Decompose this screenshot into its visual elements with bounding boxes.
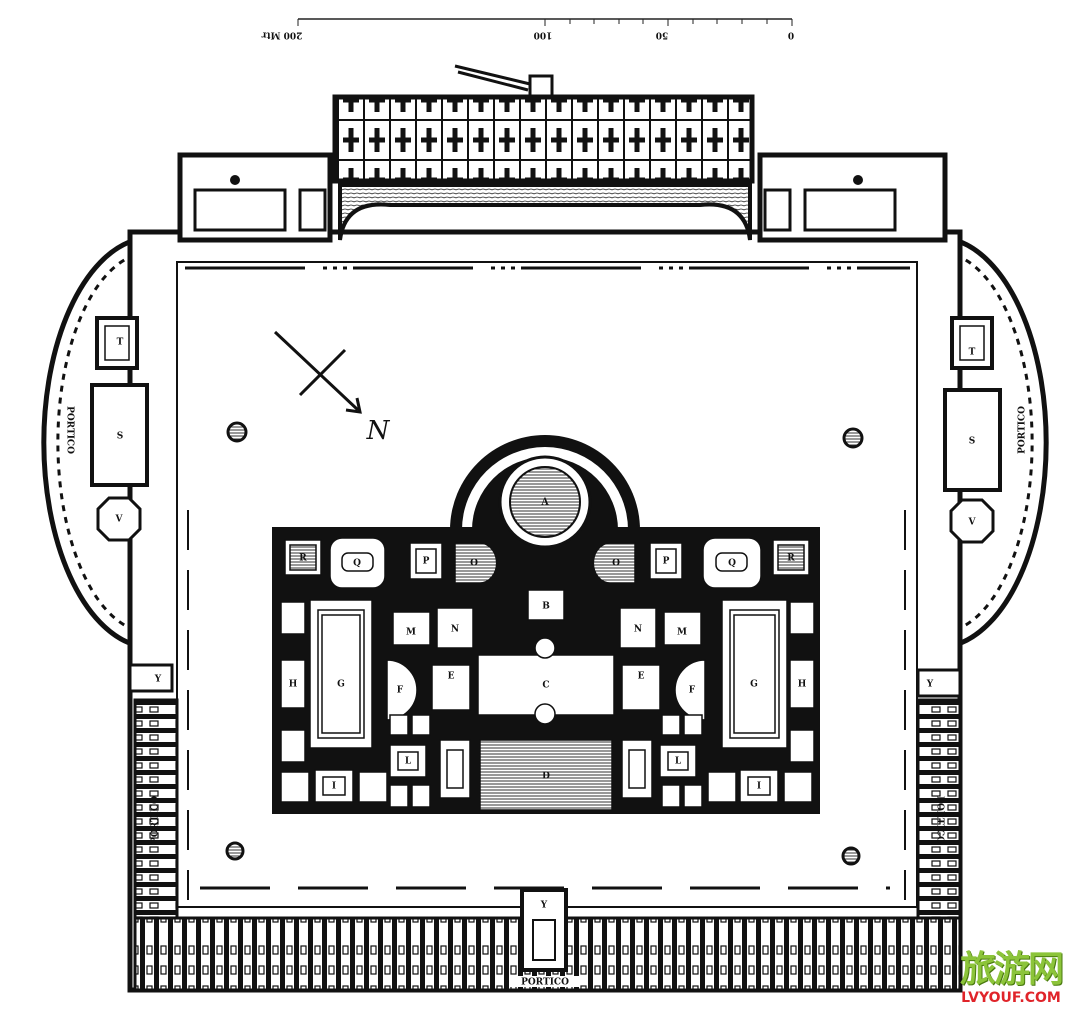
left-wing: T S V Y PORTICO: [65, 316, 174, 693]
watermark-logo: 旅游网 LVYOUF.COM: [944, 949, 1078, 1007]
room-label-M: M: [677, 628, 687, 638]
right-portico: [916, 698, 962, 920]
room-label-V: V: [115, 515, 124, 525]
room-label-F: F: [689, 686, 696, 696]
left-portico: [133, 698, 179, 920]
north-label: N: [366, 416, 391, 446]
scale-label-100: 100: [534, 30, 553, 40]
portico-label-front: PORTICO: [521, 978, 569, 988]
room-label-H: H: [289, 680, 298, 690]
room-label-B: B: [542, 602, 550, 612]
room-label-N: N: [451, 625, 459, 635]
room-label-O: O: [470, 559, 478, 569]
room-label-E: E: [638, 672, 645, 682]
room-label-O: O: [612, 559, 620, 569]
room-label-Q: Q: [353, 559, 361, 569]
room-label-A: A: [541, 498, 550, 508]
scale-label-200: 200 Mtr: [261, 30, 302, 40]
room-label-F: F: [397, 686, 404, 696]
room-label-Y: Y: [926, 680, 934, 690]
room-label-M: M: [406, 628, 416, 638]
room-label-Q: Q: [728, 559, 736, 569]
room-label-P: P: [663, 557, 670, 567]
room-label-P: P: [423, 557, 430, 567]
north-arrow-icon: N: [273, 330, 391, 446]
room-label-V: V: [968, 518, 977, 528]
room-label-I: I: [757, 782, 761, 792]
portico-label-right-exedra: PORTICO: [1018, 406, 1028, 454]
portico-label-left-exedra: PORTICO: [65, 406, 75, 454]
room-label-Y: Y: [540, 901, 548, 911]
room-label-T: T: [117, 338, 124, 348]
courtyard-fountains: [225, 421, 864, 866]
room-label-C: C: [542, 681, 549, 691]
room-label-I: I: [332, 782, 336, 792]
central-bath-building: A: [272, 435, 820, 911]
room-label-S: S: [969, 437, 976, 447]
room-label-T: T: [969, 348, 976, 358]
portico-label-right: PORTICO: [935, 796, 945, 844]
room-label-L: L: [675, 757, 682, 767]
room-label-R: R: [787, 554, 795, 564]
portico-label-left: PORTICO: [151, 796, 161, 844]
room-label-N: N: [634, 625, 642, 635]
watermark-chinese: 旅游网: [959, 949, 1064, 990]
room-label-H: H: [798, 680, 807, 690]
room-label-G: G: [750, 680, 758, 690]
room-label-Y: Y: [154, 675, 162, 685]
right-corner-building: [757, 152, 948, 243]
scale-label-0: 0: [788, 30, 794, 40]
room-label-L: L: [405, 757, 412, 767]
scale-label-50: 50: [656, 30, 669, 40]
right-wing: T S V Y PORTICO: [916, 316, 1028, 698]
room-label-R: R: [299, 554, 307, 564]
left-corner-building: [177, 152, 333, 243]
cistern-block: [332, 94, 755, 184]
stadium-seating: [338, 183, 752, 241]
room-label-G: G: [337, 680, 345, 690]
aqueduct: [454, 64, 531, 92]
room-label-D: D: [542, 772, 550, 782]
room-label-E: E: [448, 672, 455, 682]
watermark-domain: LVYOUF.COM: [961, 990, 1061, 1006]
scale-bar: 0 50 100 200 Mtr: [261, 18, 794, 40]
room-label-S: S: [117, 432, 124, 442]
